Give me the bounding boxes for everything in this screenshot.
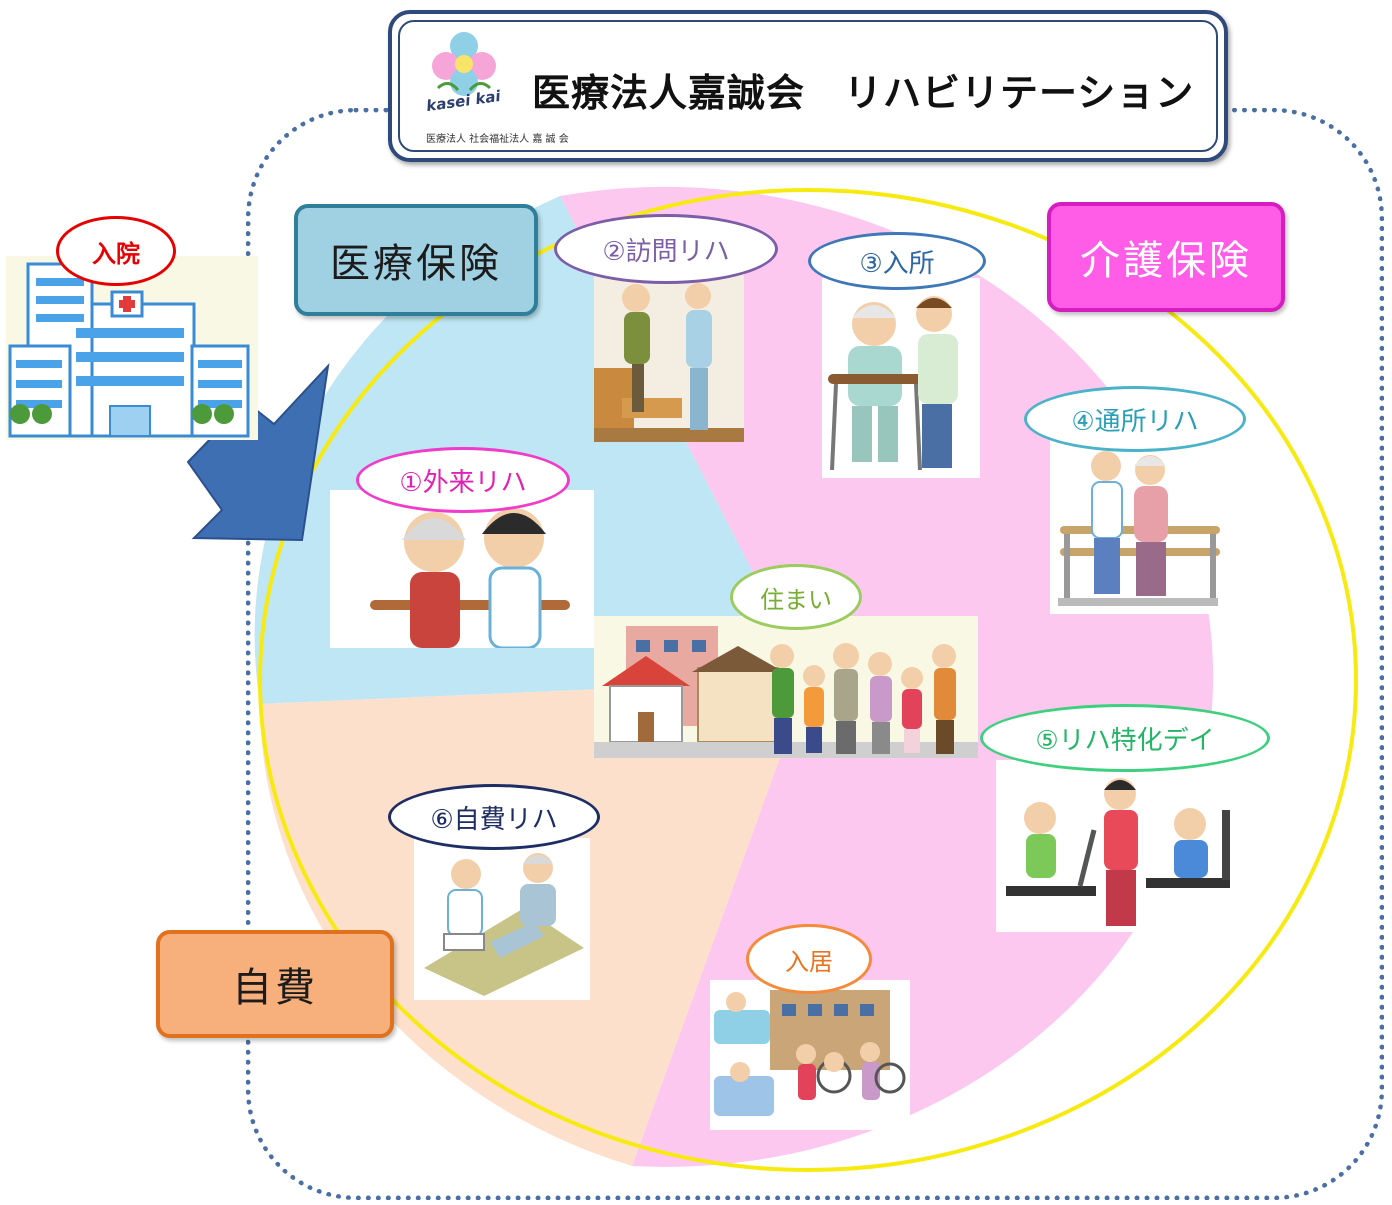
admission-facility-illustration [822,278,980,478]
service-admission: ③入所 [808,232,986,290]
page-title: 医療法人嘉誠会 リハビリテーション [532,71,1195,115]
hospital-illustration [6,256,258,440]
service-visiting-rehab: ②訪問リハ [554,214,778,284]
category-self-pay: 自費 [156,930,394,1038]
admission-hospital-label: 入院 [56,216,176,286]
pie-outline [258,188,1358,1172]
day-care-rehab-illustration [1050,440,1224,614]
home-living-illustration [594,616,978,758]
housing-residence: 入居 [746,924,872,994]
logo-flower-icon [432,32,496,96]
service-specialized-day: ⑤リハ特化デイ [980,704,1270,772]
specialized-day-illustration [996,760,1246,932]
service-day-care-rehab: ④通所リハ [1024,386,1246,452]
visiting-rehab-illustration [594,268,744,442]
housing-home: 住まい [730,564,862,630]
category-care-insurance: 介護保険 [1047,202,1285,312]
residence-illustration [710,980,910,1130]
self-pay-rehab-illustration [414,838,590,1000]
service-outpatient-rehab: ①外来リハ [356,447,570,513]
category-medical-insurance: 医療保険 [294,204,538,316]
outpatient-rehab-illustration [330,490,594,648]
service-self-pay-rehab: ⑥自費リハ [388,784,600,850]
logo-subtitle: 医療法人 社会福祉法人 嘉 誠 会 [426,134,569,145]
title-box [388,10,1228,162]
